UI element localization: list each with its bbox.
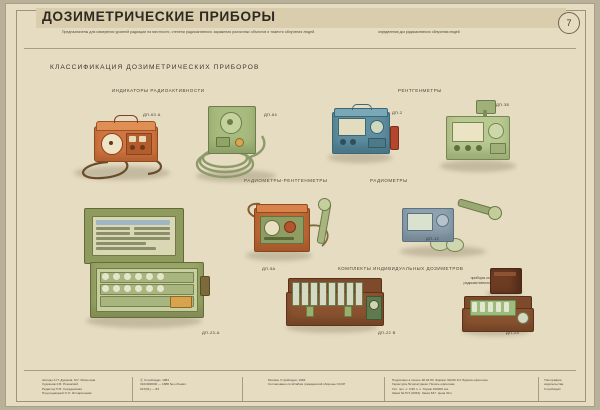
device-illustration-dp64 — [192, 102, 282, 188]
page-title: ДОЗИМЕТРИЧЕСКИЕ ПРИБОРЫ — [42, 9, 276, 24]
device-illustration-dp23a — [80, 204, 210, 330]
device-illustration-dp3b — [436, 100, 522, 176]
device-label-dp24: ДП-24 — [506, 330, 520, 335]
poster-sheet: ДОЗИМЕТРИЧЕСКИЕ ПРИБОРЫ Предназначены дл… — [6, 4, 594, 406]
device-illustration-dp2 — [324, 104, 399, 166]
section-heading: КЛАССИФИКАЦИЯ ДОЗИМЕТРИЧЕСКИХ ПРИБОРОВ — [50, 64, 260, 71]
category-label-radiometers: РАДИОМЕТРЫ — [370, 178, 408, 183]
device-label-dp23a: ДП-23-А — [202, 330, 220, 335]
header-divider — [24, 48, 576, 49]
credits-divider-3 — [384, 377, 385, 401]
subtitle-right: определения доз радиоактивного облучения… — [378, 30, 460, 34]
page-number-badge: 7 — [558, 12, 580, 34]
device-label-dp12: ДП-12 — [426, 236, 440, 241]
device-illustration-dp5a — [242, 196, 342, 266]
subtitle-left-line1: Предназначены для измерения уровней ради… — [62, 30, 270, 34]
credits-printer: Типография издательства Стройиздат — [544, 378, 564, 391]
credits-authors: Авторы А.П. Дуриков, М.Г. Мисютина Худож… — [42, 378, 96, 396]
category-label-roentgenmeters: РЕНТГЕНМЕТРЫ — [398, 88, 442, 93]
device-label-dp5a: ДП-5А — [262, 266, 276, 271]
title-bar — [36, 8, 566, 28]
device-illustration-dp63a — [68, 114, 176, 184]
subtitle-left: Предназначены для измерения уровней ради… — [62, 30, 362, 36]
device-illustration-dp24 — [458, 292, 538, 338]
device-label-dp3b: ДП-3Б — [496, 102, 510, 107]
credits-production: Подписано в печать 28.04.83. Формат 60х9… — [392, 378, 489, 396]
credits-publisher: Ⓒ Стройиздат, 1983 3101000000 — 1888 без… — [140, 378, 187, 391]
credits-divider-4 — [538, 377, 539, 401]
credits-imprint: Москва, Стройиздат, 1983 Согласовано со … — [268, 378, 346, 387]
device-label-dp64: ДП-64 — [264, 112, 278, 117]
credits-divider-2 — [242, 377, 243, 401]
device-illustration-control-case — [484, 266, 526, 300]
device-label-dp2: ДП-2 — [392, 110, 403, 115]
device-label-dp63a: ДП-63 А — [143, 112, 161, 117]
category-label-individual-dosimeter-kits: КОМПЛЕКТЫ ИНДИВИДУАЛЬНЫХ ДОЗИМЕТРОВ — [338, 266, 464, 271]
subtitle-left-line2: тяжести облучения людей. — [270, 30, 316, 34]
device-illustration-dp12 — [392, 194, 502, 264]
credits-divider-1 — [132, 377, 133, 401]
device-label-dp22v: ДП-22 В — [378, 330, 396, 335]
category-label-indicators: ИНДИКАТОРЫ РАДИОАКТИВНОСТИ — [112, 88, 205, 93]
category-label-radiometers-roentgenmeters: РАДИОМЕТРЫ-РЕНТГЕНМЕТРЫ — [244, 178, 328, 183]
footer-divider — [24, 370, 576, 371]
device-illustration-dp22v — [282, 276, 388, 334]
